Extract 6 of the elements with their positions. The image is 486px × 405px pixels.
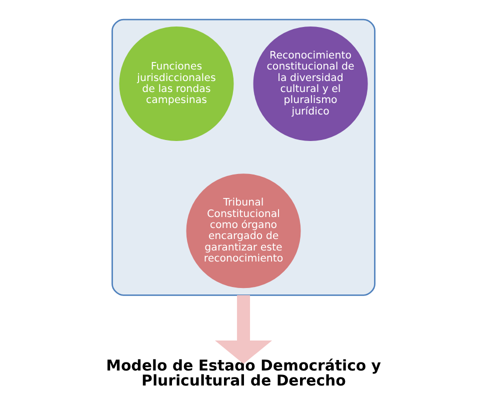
cluster	[111, 18, 375, 296]
arrow	[214, 295, 272, 364]
node-circle: Reconocimiento constitucional de la diversidad cultural y el pluralismo jurídico	[252, 26, 368, 142]
node-circle: Tribunal Constitucional como órgano encargado de garantizar este reconocimiento	[186, 174, 300, 288]
node-text: Modelo de Estado Democrático y Pluricultural de Derecho	[106, 356, 381, 390]
node-circle: Funciones jurisdiccionales de las rondas campesinas	[118, 26, 234, 142]
